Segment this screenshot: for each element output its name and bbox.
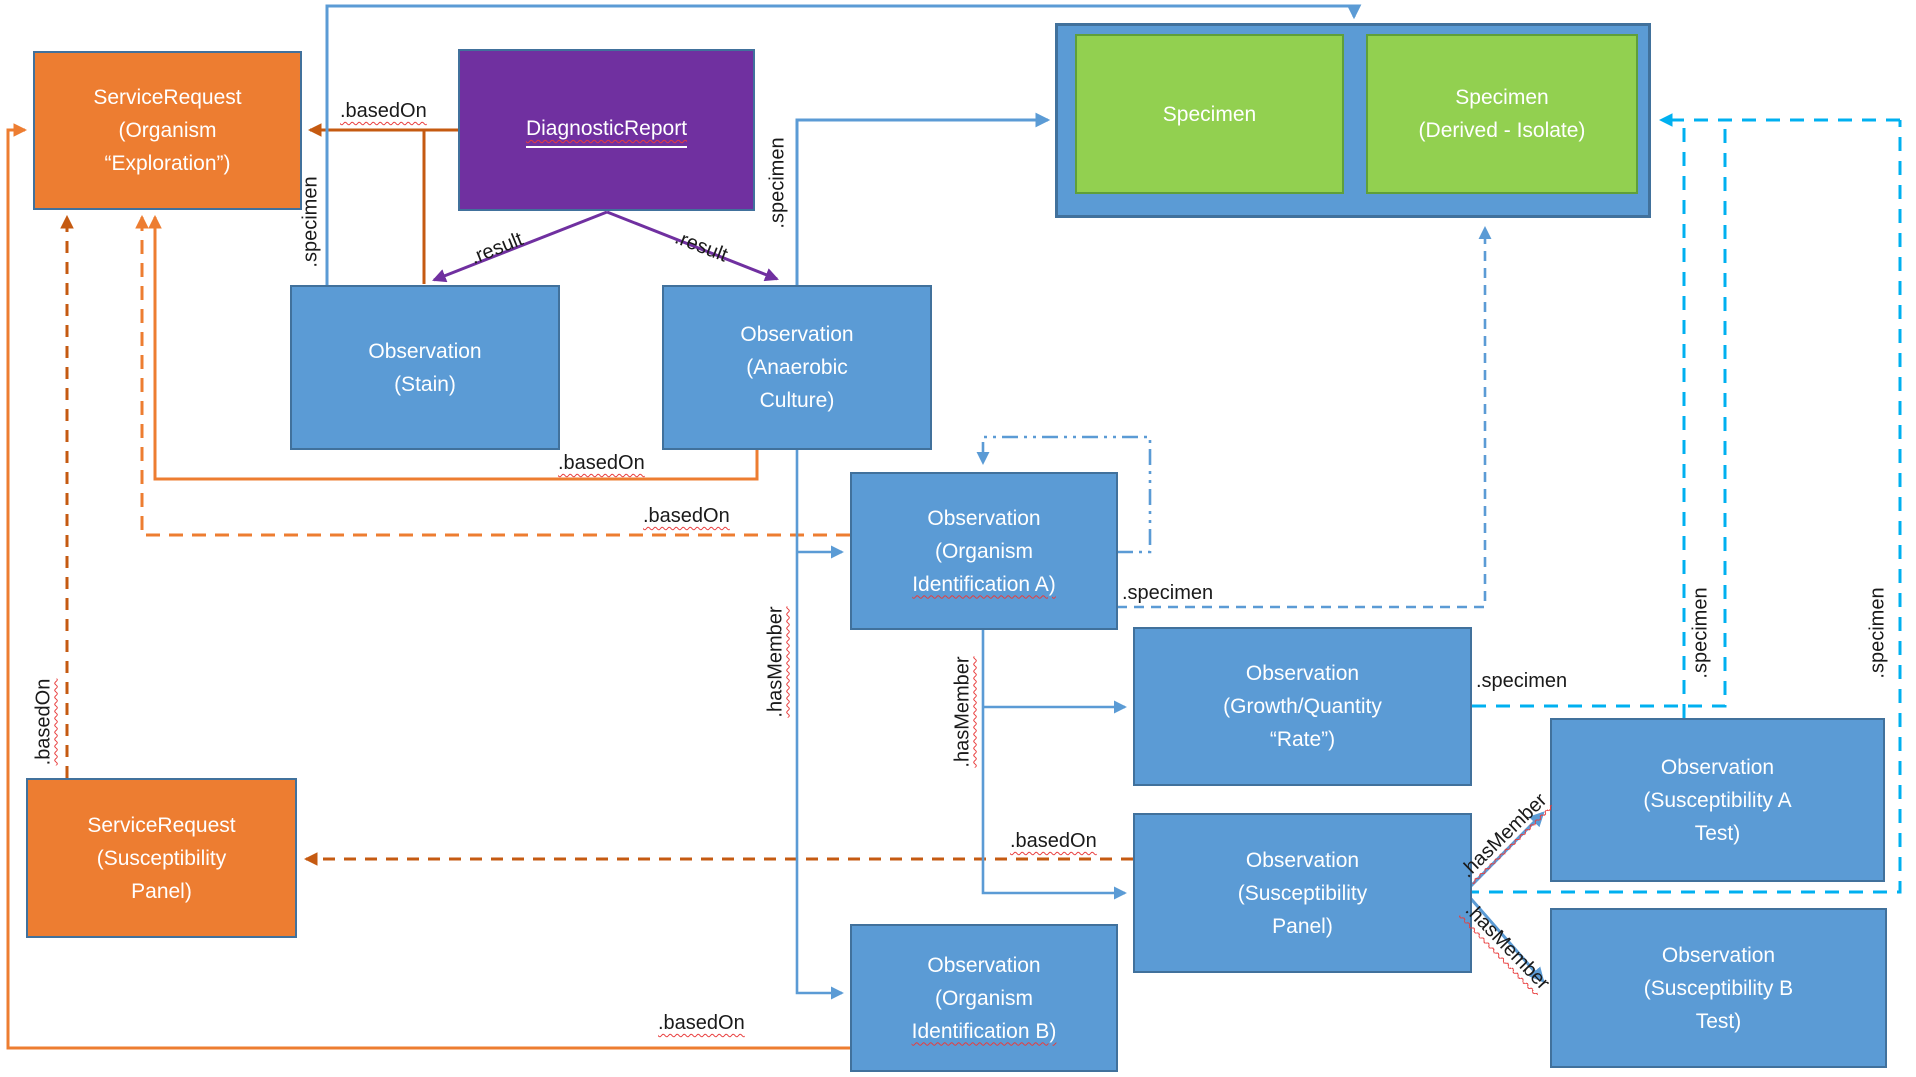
node-label: (Organism bbox=[934, 539, 1034, 563]
node-label: Specimen bbox=[1455, 86, 1549, 109]
edge-stain-specimen bbox=[325, 4, 1362, 285]
label-basedon-diagnosticreport: .basedOn bbox=[340, 100, 427, 122]
node-label: ServiceRequest bbox=[87, 813, 236, 837]
node-observation-susceptibility-panel: Observation (Susceptibility Panel) bbox=[1133, 813, 1472, 973]
node-observation-susceptibility-a-test: Observation (Susceptibility A Test) bbox=[1550, 718, 1885, 882]
edge-panel-specimen bbox=[1465, 120, 1902, 894]
label-specimen-growth: .specimen bbox=[1476, 670, 1568, 692]
node-label: Observation bbox=[368, 339, 482, 363]
node-observation-stain: Observation (Stain) bbox=[290, 285, 560, 450]
node-label: Observation bbox=[927, 506, 1041, 530]
label-hasmember-culture: .hasMember bbox=[764, 606, 787, 718]
node-label: (Growth/Quantity bbox=[1223, 695, 1382, 718]
edge-panel-hasmember-atest bbox=[1463, 811, 1545, 894]
edge-ida-hasmember-panel bbox=[981, 630, 1127, 900]
node-observation-anaerobic-culture: Observation (Anaerobic Culture) bbox=[662, 285, 932, 450]
node-label: ServiceRequest bbox=[93, 86, 242, 109]
edge-panel-hasmember-btest bbox=[1463, 891, 1545, 983]
label-basedon-id-b: .basedOn bbox=[658, 1012, 745, 1034]
edge-ida-derivedfrom-loop bbox=[976, 435, 1152, 554]
node-label: “Rate”) bbox=[1269, 728, 1336, 751]
node-label: Observation bbox=[1245, 848, 1360, 872]
node-label: Identification B) bbox=[911, 1019, 1057, 1043]
node-label: (Stain) bbox=[394, 372, 456, 396]
node-label: Identification A) bbox=[912, 572, 1056, 596]
node-specimen-derived-isolate: Specimen (Derived - Isolate) bbox=[1366, 34, 1638, 194]
edge-growth-specimen bbox=[1472, 120, 1727, 708]
node-label: Observation bbox=[1660, 755, 1775, 779]
node-label: (Susceptibility bbox=[1237, 881, 1368, 905]
node-servicerequest-susceptibility: ServiceRequest (Susceptibility Panel) bbox=[26, 778, 297, 938]
node-observation-susceptibility-b-test: Observation (Susceptibility B Test) bbox=[1550, 908, 1887, 1068]
node-label: DiagnosticReport bbox=[525, 112, 688, 148]
node-label: Panel) bbox=[131, 879, 192, 903]
node-label: Culture) bbox=[759, 389, 835, 412]
node-servicerequest-organism: ServiceRequest (Organism “Exploration”) bbox=[33, 51, 302, 210]
node-label: (Anaerobic bbox=[746, 356, 848, 379]
node-observation-organism-id-b: Observation (Organism Identification B) bbox=[850, 924, 1118, 1072]
label-specimen-stain: .specimen bbox=[299, 176, 322, 268]
node-label: Test) bbox=[1695, 1009, 1742, 1033]
edge-ida-basedon bbox=[135, 214, 850, 537]
label-basedon-panel: .basedOn bbox=[1010, 830, 1097, 852]
edge-idb-basedon bbox=[6, 123, 850, 1050]
node-label: “Exploration”) bbox=[104, 152, 231, 175]
label-hasmember-id-a: .hasMember bbox=[951, 656, 974, 768]
node-label: Test) bbox=[1694, 821, 1741, 845]
node-observation-growth-quantity: Observation (Growth/Quantity “Rate”) bbox=[1133, 627, 1472, 786]
label-basedon-id-a: .basedOn bbox=[643, 505, 730, 527]
node-label: Observation bbox=[1245, 662, 1360, 685]
node-label: Observation bbox=[927, 953, 1041, 977]
label-basedon-sr-susceptibility: .basedOn bbox=[32, 678, 55, 766]
edge-culture-hasmember-idb bbox=[795, 450, 844, 1000]
node-label: (Susceptibility B bbox=[1643, 976, 1794, 1000]
node-label: Observation bbox=[1661, 943, 1776, 967]
node-label: Specimen bbox=[1162, 102, 1257, 126]
edge-culture-specimen bbox=[795, 112, 1051, 285]
label-specimen-panel: .specimen bbox=[1866, 587, 1889, 679]
node-label: (Derived - Isolate) bbox=[1418, 119, 1586, 142]
label-specimen-a-test: .specimen bbox=[1689, 587, 1712, 679]
label-basedon-culture: .basedOn bbox=[558, 452, 645, 474]
edge-ida-specimen bbox=[1117, 226, 1492, 609]
label-specimen-id-a: .specimen bbox=[1122, 582, 1214, 604]
label-specimen-culture: .specimen bbox=[766, 137, 789, 229]
node-label: (Organism bbox=[934, 986, 1034, 1010]
node-label: (Susceptibility bbox=[96, 846, 227, 870]
node-observation-organism-id-a: Observation (Organism Identification A) bbox=[850, 472, 1118, 630]
node-label: Panel) bbox=[1272, 914, 1333, 938]
node-specimen: Specimen bbox=[1075, 34, 1344, 194]
edge-culture-basedon bbox=[148, 214, 759, 481]
edge-result-culture bbox=[606, 210, 779, 282]
node-label: (Susceptibility A bbox=[1643, 788, 1792, 812]
node-label: Observation bbox=[740, 323, 854, 346]
edge-result-stain bbox=[432, 210, 608, 283]
node-label: (Organism bbox=[118, 119, 217, 142]
node-diagnosticreport: DiagnosticReport bbox=[458, 49, 755, 211]
